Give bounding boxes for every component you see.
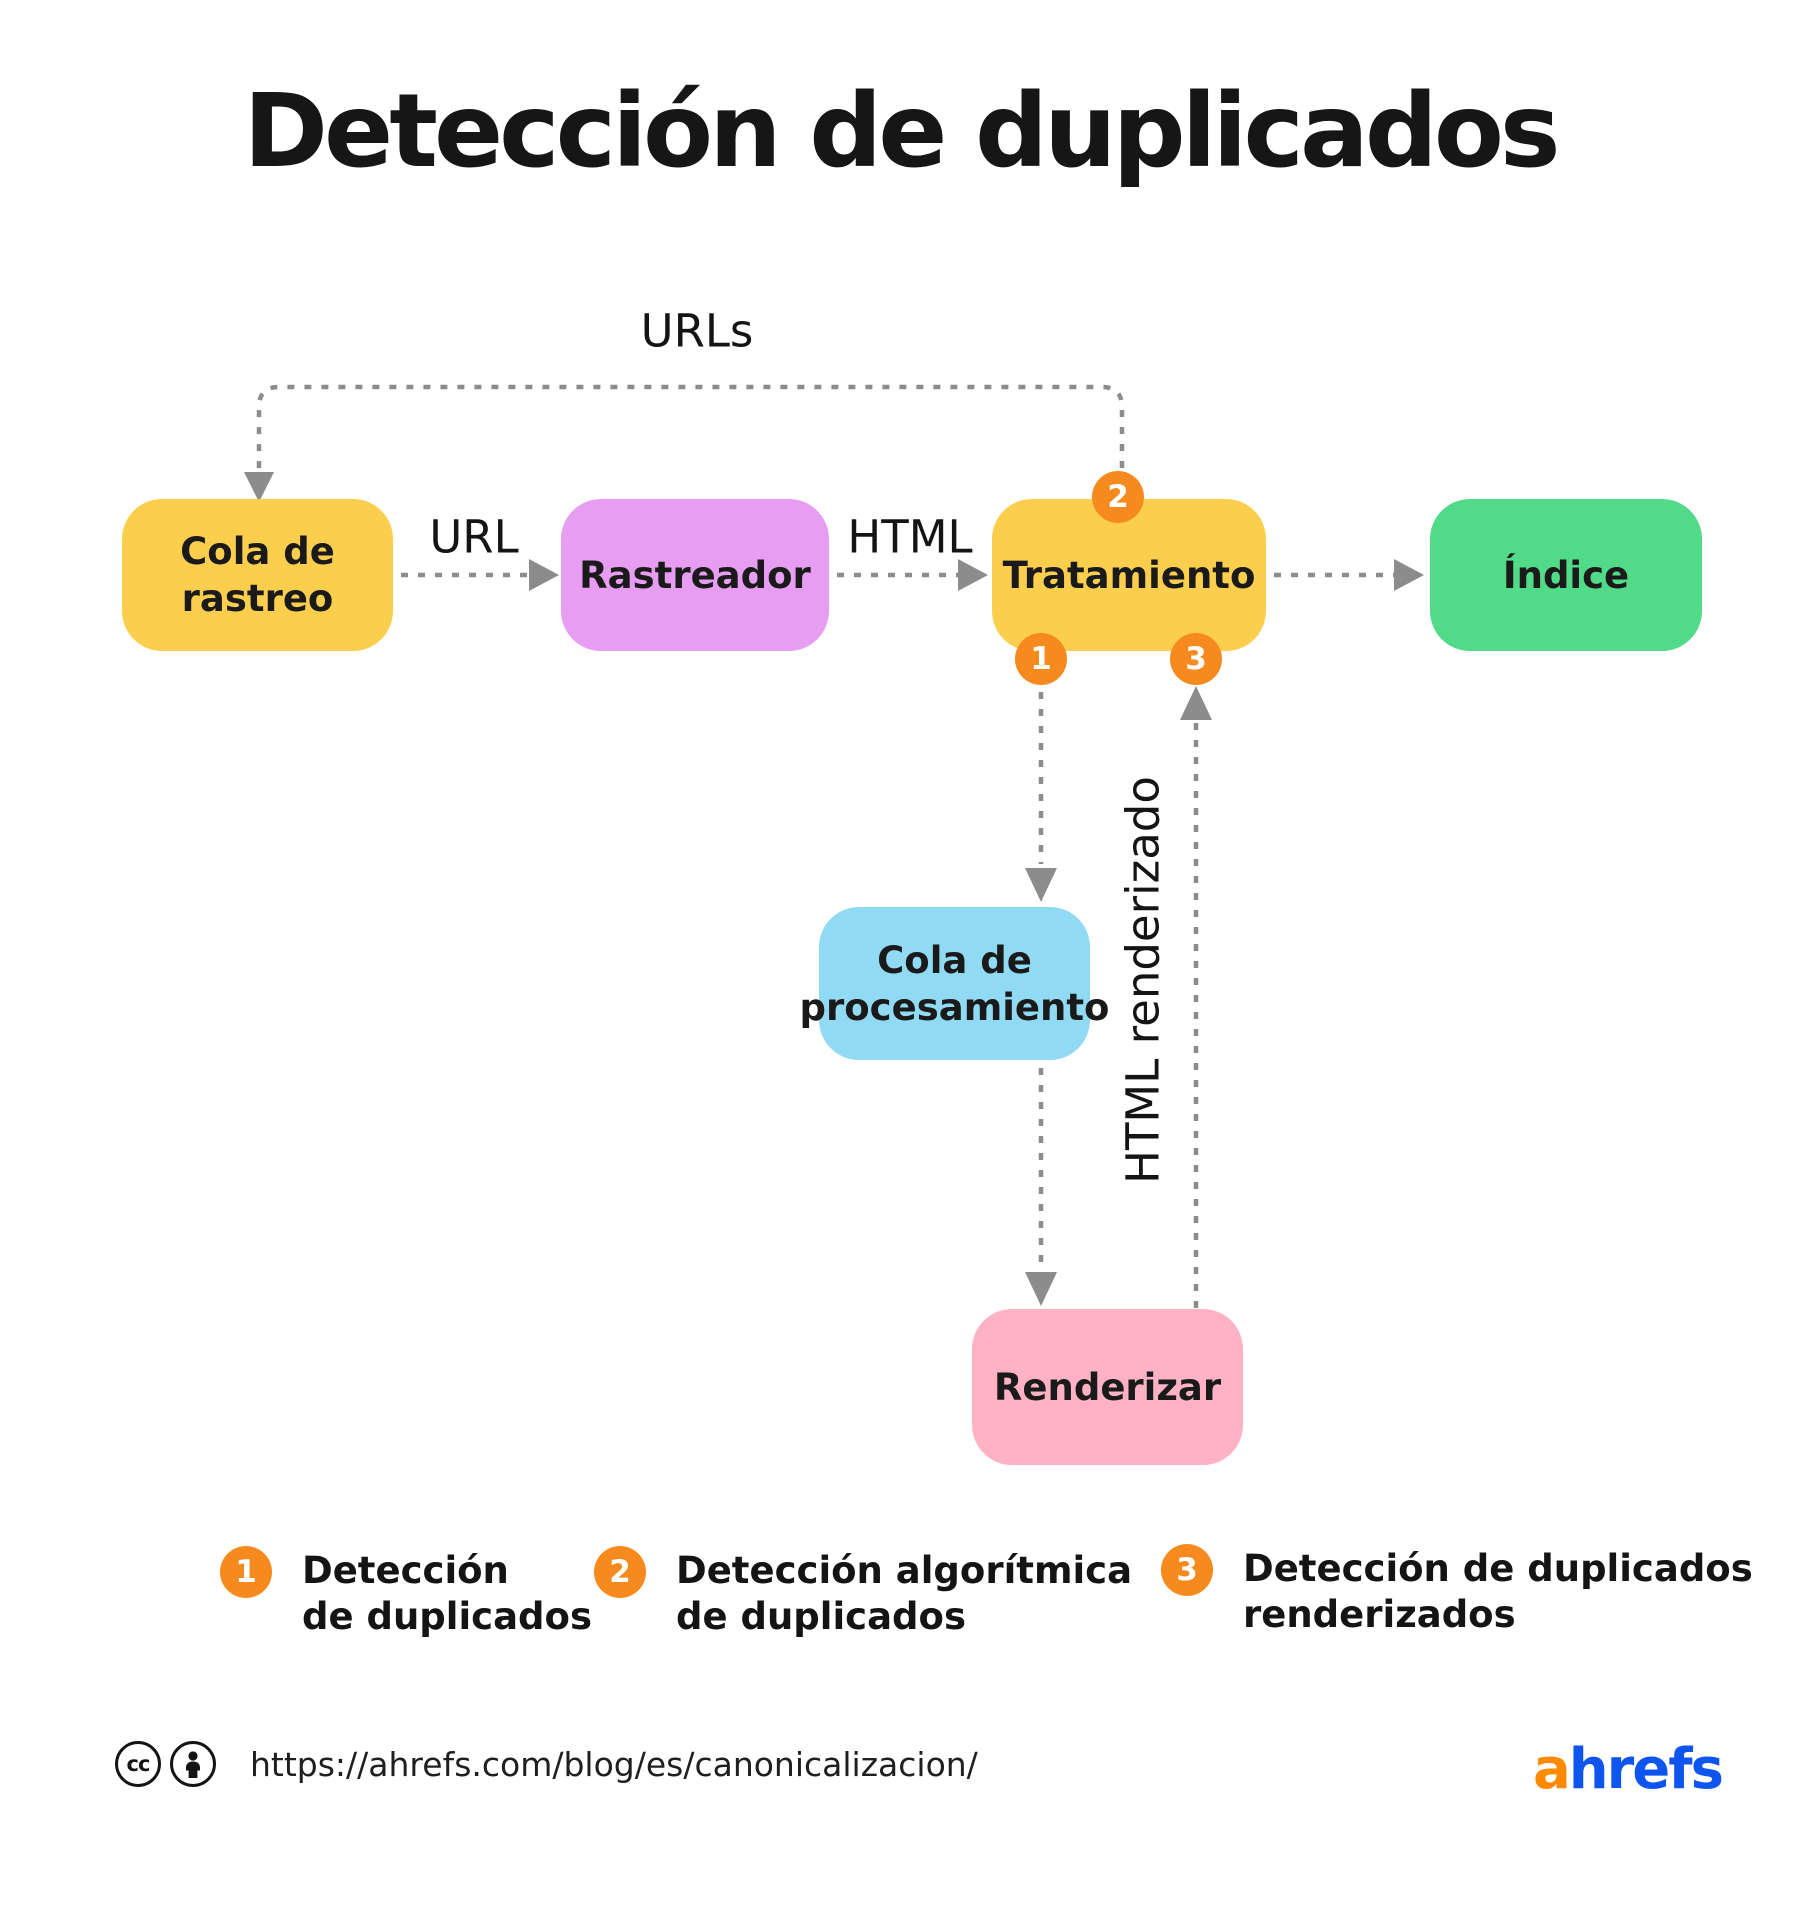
source-url: https://ahrefs.com/blog/es/canonicalizac… (250, 1744, 978, 1784)
ahrefs-logo-hrefs: hrefs (1568, 1737, 1724, 1802)
urls-loop-line (256, 384, 1125, 474)
node-label: Renderizar (993, 1365, 1222, 1409)
legend-text-line: Detección algorítmica (676, 1549, 1133, 1592)
step-badge-1: 1 (1015, 633, 1067, 685)
legend-text-line: Detección de duplicados (1243, 1547, 1753, 1590)
legend-text-line: Detección (302, 1549, 509, 1592)
node-rastreador: Rastreador (561, 499, 829, 651)
legend-text-line: de duplicados (302, 1595, 592, 1638)
creative-commons-icon: cc (115, 1741, 161, 1787)
node-indice: Índice (1430, 499, 1702, 651)
footer-license: cc https://ahrefs.com/blog/es/canonicali… (115, 1741, 978, 1787)
node-label: Tratamiento (1002, 553, 1256, 597)
legend-item-1: 1 Detección de duplicados (220, 1546, 592, 1640)
node-label-line: procesamiento (799, 985, 1110, 1029)
urls-label: URLs (640, 304, 754, 358)
node-label: Rastreador (579, 553, 811, 597)
node-label-line: rastreo (181, 577, 334, 620)
to-render-arrowhead (1025, 1272, 1057, 1306)
node-label-line: Cola de (877, 938, 1032, 982)
legend-text-line: de duplicados (676, 1595, 966, 1638)
node-tratamiento: Tratamiento (992, 499, 1266, 651)
html-label: HTML (847, 510, 973, 564)
node-label-line: Cola de (180, 530, 335, 573)
ahrefs-logo: ahrefs (1533, 1737, 1724, 1802)
node-cola-de-rastreo: Cola de rastreo (122, 499, 393, 651)
html-renderizado-label: HTML renderizado (1116, 776, 1170, 1184)
node-cola-de-procesamiento: Cola de procesamiento (800, 907, 1109, 1060)
attribution-person-icon (170, 1741, 216, 1787)
url-arrowhead (529, 559, 559, 591)
step-badge-2: 2 (1092, 471, 1144, 523)
url-label: URL (429, 510, 519, 564)
legend-badge-3: 3 (1161, 1544, 1213, 1596)
step-badge-3: 3 (1170, 633, 1222, 685)
legend-badge-2: 2 (594, 1546, 646, 1598)
ahrefs-logo-a: a (1533, 1737, 1571, 1802)
indice-arrowhead (1394, 559, 1424, 591)
to-processing-arrowhead (1025, 868, 1057, 902)
legend-text-line: renderizados (1243, 1593, 1516, 1636)
legend-item-3: 3 Detección de duplicados renderizados (1161, 1544, 1753, 1638)
legend-badge-1: 1 (220, 1546, 272, 1598)
person-glyph (186, 1751, 200, 1778)
urls-loop-arrowhead (244, 472, 274, 502)
rendered-html-arrowhead (1180, 686, 1212, 720)
html-arrowhead (958, 559, 988, 591)
legend-item-2: 2 Detección algorítmica de duplicados (594, 1546, 1132, 1640)
node-label: Índice (1502, 553, 1630, 597)
page-title: Detección de duplicados (243, 72, 1560, 191)
node-renderizar: Renderizar (972, 1309, 1243, 1465)
